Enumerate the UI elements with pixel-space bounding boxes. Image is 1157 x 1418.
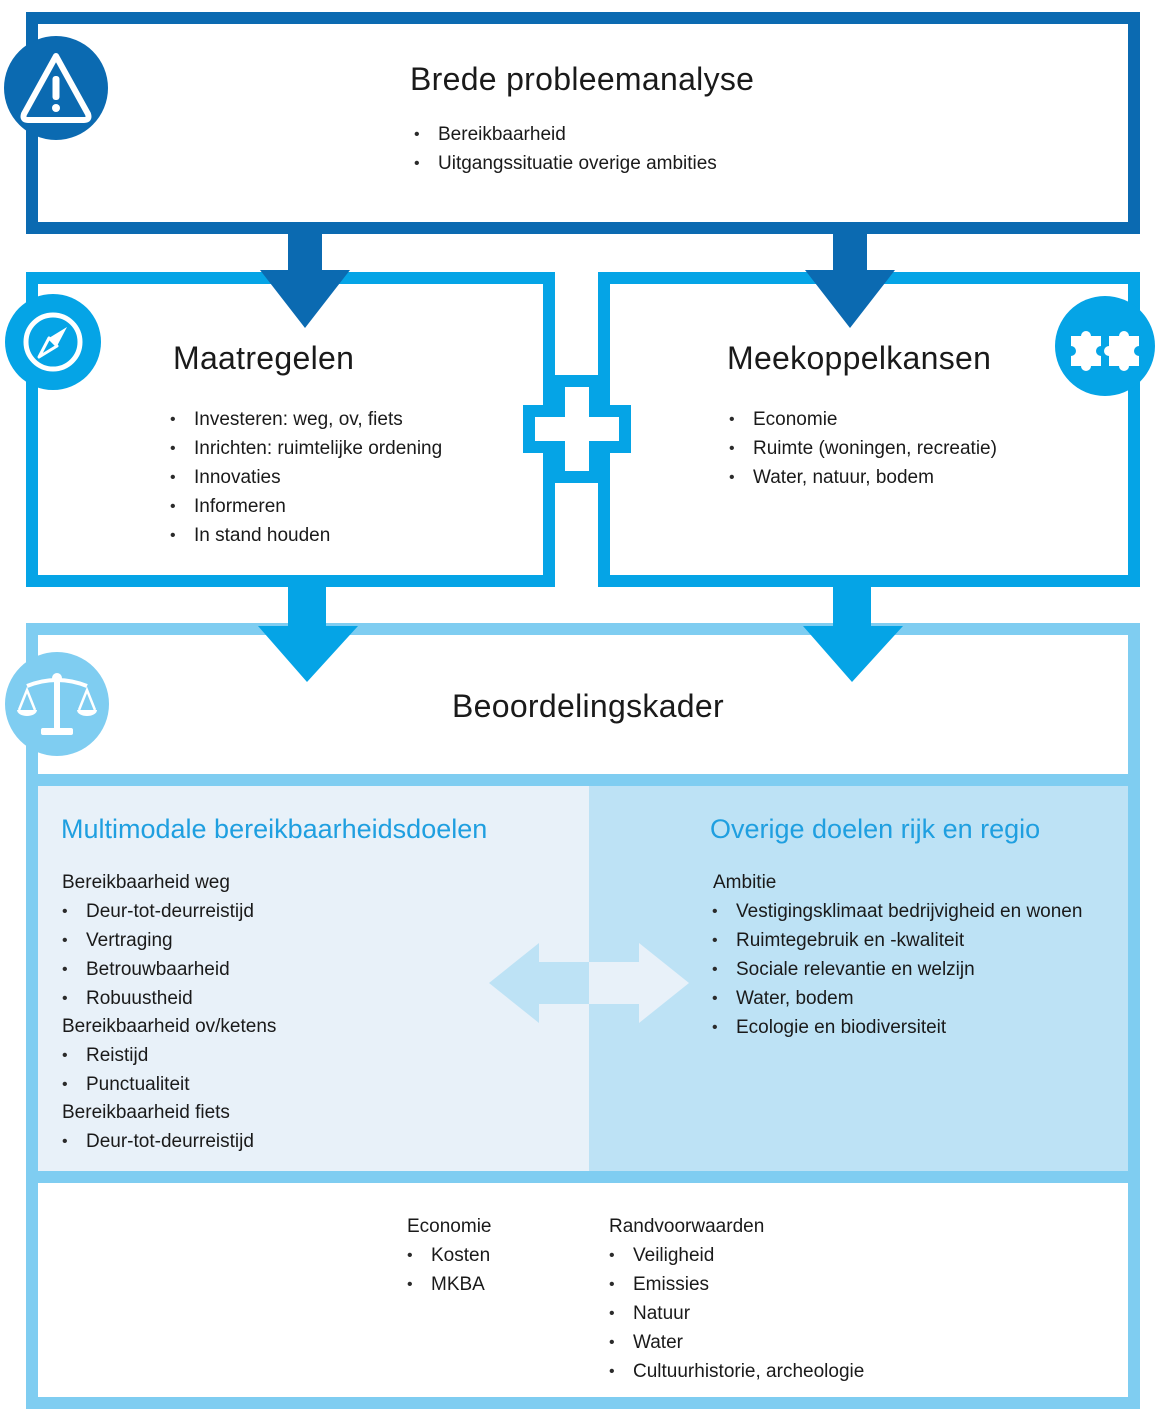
arrow-meekoppelkansen-to-kader <box>803 584 903 682</box>
list-item: Informeren <box>168 492 442 521</box>
warning-icon <box>4 36 108 140</box>
probleemanalyse-title: Brede probleemanalyse <box>410 61 755 97</box>
list-item: In stand houden <box>168 521 442 550</box>
list-item: Emissies <box>607 1270 864 1299</box>
group-label-weg: Bereikbaarheid weg <box>62 872 230 893</box>
list-item: Cultuurhistorie, archeologie <box>607 1357 864 1386</box>
economie-list: Kosten MKBA <box>405 1241 490 1299</box>
list-item: Vestigingsklimaat bedrijvigheid en wonen <box>710 897 1090 926</box>
economie-label: Economie <box>407 1216 492 1237</box>
ambitie-list: Vestigingsklimaat bedrijvigheid en wonen… <box>710 897 1090 1042</box>
double-arrow-icon <box>489 943 689 1023</box>
arrow-to-maatregelen <box>260 222 350 328</box>
list-item: Ruimtegebruik en -kwaliteit <box>710 926 1090 955</box>
list-item: Economie <box>727 405 997 434</box>
arrow-to-meekoppelkansen <box>805 222 895 328</box>
list-item: Water <box>607 1328 864 1357</box>
maatregelen-title: Maatregelen <box>173 340 355 376</box>
puzzle-icon <box>1055 296 1155 396</box>
maatregelen-list: Investeren: weg, ov, fiets Inrichten: ru… <box>168 405 442 550</box>
list-item: Water, natuur, bodem <box>727 463 997 492</box>
group-list-ov: Reistijd Punctualiteit <box>60 1041 190 1099</box>
list-item: Veiligheid <box>607 1241 864 1270</box>
list-item: Kosten <box>405 1241 490 1270</box>
multimodaal-title: Multimodale bereikbaarheidsdoelen <box>61 814 488 844</box>
list-item: Punctualiteit <box>60 1070 190 1099</box>
list-item: Reistijd <box>60 1041 190 1070</box>
ambitie-label: Ambitie <box>713 872 777 893</box>
randvoorwaarden-label: Randvoorwaarden <box>609 1216 765 1237</box>
group-list-fiets: Deur-tot-deurreistijd <box>60 1127 254 1156</box>
beoordelingskader-title: Beoordelingskader <box>452 688 724 724</box>
arrow-maatregelen-to-kader <box>258 584 358 682</box>
plus-icon <box>523 375 631 483</box>
list-item: Vertraging <box>60 926 254 955</box>
group-list-weg: Deur-tot-deurreistijd Vertraging Betrouw… <box>60 897 254 1013</box>
list-item: Ecologie en biodiversiteit <box>710 1013 1090 1042</box>
list-item: MKBA <box>405 1270 490 1299</box>
list-item: Betrouwbaarheid <box>60 955 254 984</box>
probleemanalyse-list: Bereikbaarheid Uitgangssituatie overige … <box>412 120 717 178</box>
list-item: Deur-tot-deurreistijd <box>60 897 254 926</box>
randvoorwaarden-list: Veiligheid Emissies Natuur Water Cultuur… <box>607 1241 864 1386</box>
list-item: Robuustheid <box>60 984 254 1013</box>
beoordelingskader-divider-top <box>26 774 1140 786</box>
list-item: Deur-tot-deurreistijd <box>60 1127 254 1156</box>
group-label-fiets: Bereikbaarheid fiets <box>62 1102 230 1123</box>
list-item: Bereikbaarheid <box>412 120 717 149</box>
list-item: Sociale relevantie en welzijn <box>710 955 1090 984</box>
overige-doelen-title: Overige doelen rijk en regio <box>710 814 1041 844</box>
list-item: Uitgangssituatie overige ambities <box>412 149 717 178</box>
list-item: Innovaties <box>168 463 442 492</box>
list-item: Investeren: weg, ov, fiets <box>168 405 442 434</box>
beoordelingskader-divider-bottom <box>26 1171 1140 1183</box>
scales-icon <box>5 652 109 756</box>
list-item: Inrichten: ruimtelijke ordening <box>168 434 442 463</box>
group-label-ov: Bereikbaarheid ov/ketens <box>62 1016 277 1037</box>
meekoppelkansen-title: Meekoppelkansen <box>727 340 992 376</box>
list-item: Water, bodem <box>710 984 1090 1013</box>
compass-icon <box>5 294 101 390</box>
list-item: Natuur <box>607 1299 864 1328</box>
list-item: Ruimte (woningen, recreatie) <box>727 434 997 463</box>
meekoppelkansen-list: Economie Ruimte (woningen, recreatie) Wa… <box>727 405 997 492</box>
